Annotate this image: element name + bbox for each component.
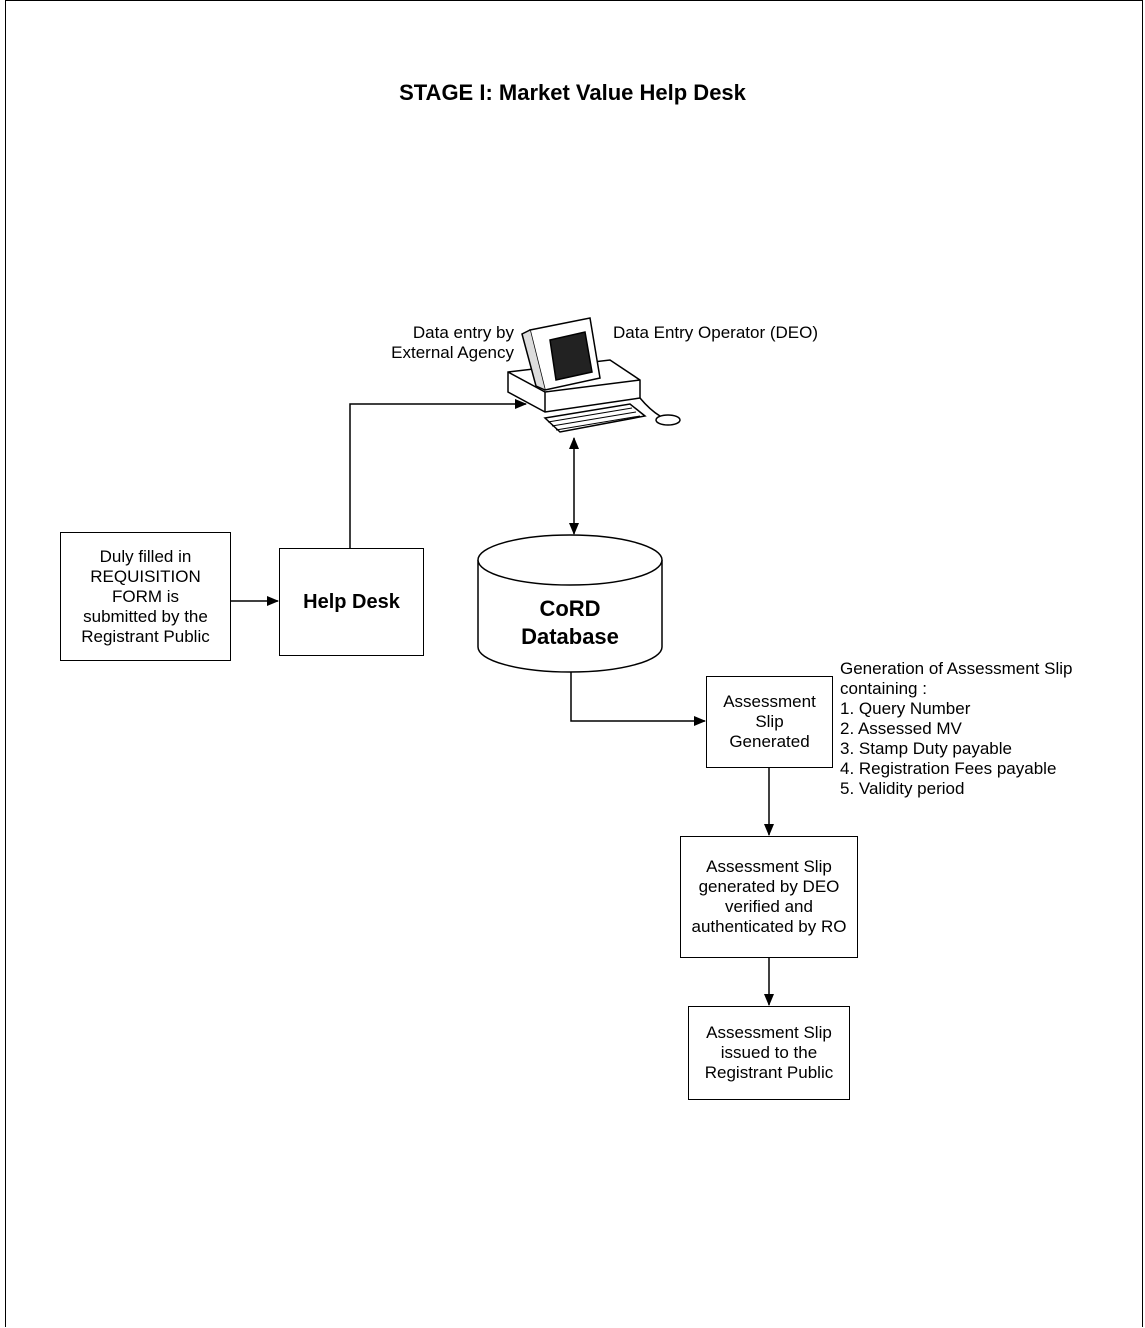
diagram-title: STAGE I: Market Value Help Desk: [399, 80, 746, 105]
slip-item: 3. Stamp Duty payable: [840, 739, 1012, 758]
arrow-helpdesk-to-computer: [349, 399, 527, 548]
slip-item: 2. Assessed MV: [840, 719, 962, 738]
computer-icon: [507, 317, 681, 433]
data-entry-external-label: Data entry by External Agency: [391, 323, 514, 362]
slip-item: 4. Registration Fees payable: [840, 759, 1057, 778]
slip-contents-list: Generation of Assessment Slip containing…: [840, 659, 1073, 798]
slip-generated-box: Assessment Slip Generated: [706, 676, 833, 768]
help-desk-box: Help Desk: [279, 548, 424, 656]
slip-verified-box: Assessment Slip generated by DEO verifie…: [680, 836, 858, 958]
cord-database-cylinder: [477, 534, 663, 673]
arrow-database-to-slip: [570, 672, 706, 726]
slip-item: 5. Validity period: [840, 779, 965, 798]
diagram-frame: [5, 0, 1143, 1327]
deo-label: Data Entry Operator (DEO): [613, 323, 819, 342]
slip-issued-box: Assessment Slip issued to the Registrant…: [688, 1006, 850, 1100]
requisition-form-box: Duly filled in REQUISITION FORM is submi…: [60, 532, 231, 661]
slip-item: 1. Query Number: [840, 699, 971, 718]
cord-database-label: CoRD Database: [521, 596, 619, 649]
